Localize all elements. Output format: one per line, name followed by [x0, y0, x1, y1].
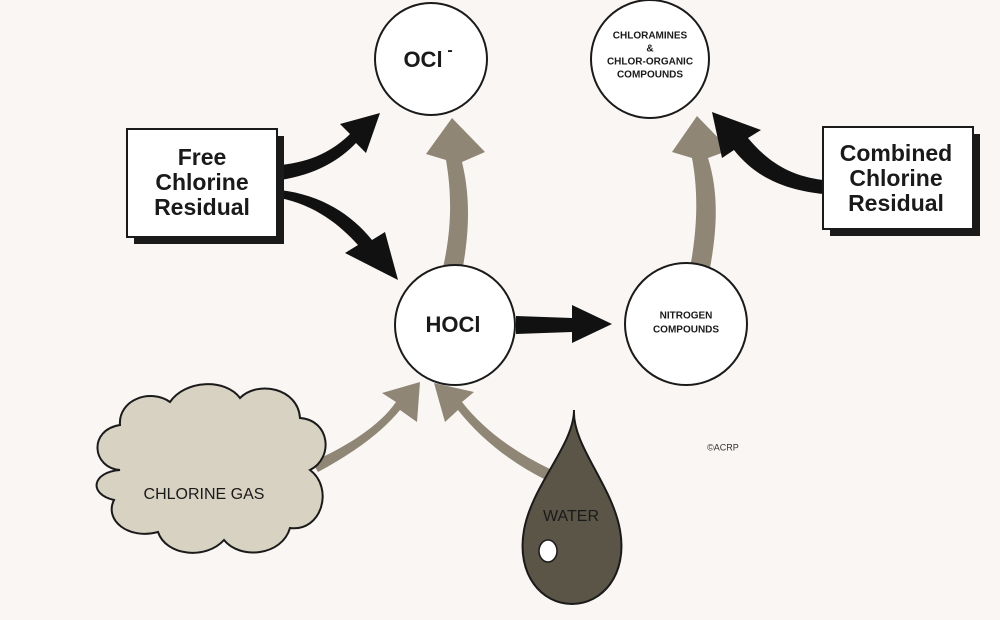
black-arrows [280, 112, 823, 343]
nitrogen-line-2: COMPOUNDS [653, 325, 719, 336]
box-combined-chlorine-residual: Combined Chlorine Residual [822, 126, 980, 236]
copyright-label: ©ACRP [707, 442, 739, 452]
arrow-free-residual-to-hocl [280, 190, 398, 280]
tan-arrows [312, 116, 730, 480]
arrow-free-residual-to-ocl [280, 113, 380, 180]
chlorine-gas-cloud: CHLORINE GAS [95, 383, 327, 554]
chloramines-line-2: & [646, 44, 653, 55]
ocl-label: OCl [403, 47, 442, 72]
chloramines-line-1: CHLORAMINES [613, 31, 688, 42]
water-drop: WATER [521, 409, 623, 606]
arrow-hocl-to-nitrogen [516, 305, 612, 343]
chlorine-gas-label: CHLORINE GAS [144, 486, 265, 503]
arrow-water-to-hocl [434, 383, 552, 480]
drop-highlight [538, 539, 558, 563]
drop-shape [521, 409, 623, 606]
cloud-shape [95, 383, 327, 554]
arrow-hocl-to-ocl [426, 118, 485, 272]
free-residual-line-2: Chlorine [155, 169, 248, 195]
combined-residual-line-3: Residual [848, 190, 944, 216]
arrow-nitrogen-to-chloramines [672, 116, 730, 268]
node-ocl: OCl - [374, 2, 488, 116]
node-hocl: HOCl [394, 264, 516, 386]
box-free-chlorine-residual: Free Chlorine Residual [126, 128, 284, 244]
node-nitrogen: NITROGEN COMPOUNDS [624, 262, 748, 386]
arrow-chlorine-gas-to-hocl [312, 382, 420, 472]
nitrogen-line-1: NITROGEN [660, 311, 713, 322]
free-residual-line-1: Free [178, 144, 227, 170]
hocl-label: HOCl [426, 312, 481, 337]
chloramines-line-4: COMPOUNDS [617, 70, 683, 81]
water-label: WATER [543, 508, 599, 525]
arrow-combined-residual-to-chloramines [712, 112, 823, 194]
ocl-superscript: - [447, 42, 452, 59]
free-residual-line-3: Residual [154, 194, 250, 220]
node-chloramines: CHLORAMINES & CHLOR-ORGANIC COMPOUNDS [590, 0, 710, 119]
chloramines-line-3: CHLOR-ORGANIC [607, 57, 693, 68]
combined-residual-line-1: Combined [840, 140, 952, 166]
combined-residual-line-2: Chlorine [849, 165, 942, 191]
